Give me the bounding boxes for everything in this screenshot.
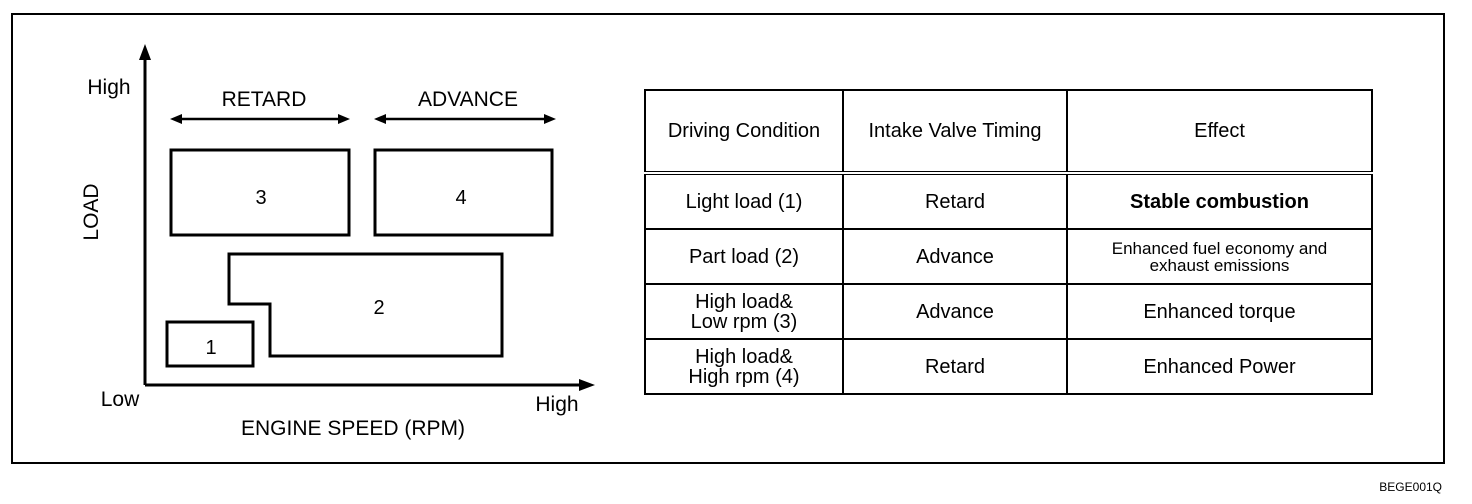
effect-line: Enhanced torque: [1143, 300, 1296, 323]
region-3-box: [169, 148, 351, 237]
retard-arrowhead-left: [170, 114, 182, 124]
table-header-row: Driving Condition Intake Valve Timing Ef…: [644, 89, 1373, 175]
x-axis-label: ENGINE SPEED (RPM): [241, 417, 465, 440]
condition-line: High load&: [695, 290, 793, 313]
table-row: Part load (2) Advance Enhanced fuel econ…: [644, 228, 1373, 285]
y-axis-high-label: High: [87, 76, 130, 99]
advance-arrowhead-right: [544, 114, 556, 124]
timing-cell: Advance: [842, 228, 1068, 285]
load-speed-diagram: High LOAD Low High ENGINE SPEED (RPM) RE…: [80, 44, 595, 440]
effect-line: Stable combustion: [1130, 190, 1309, 213]
region-1-box: [165, 320, 255, 368]
table-row: High load&High rpm (4) Retard Enhanced P…: [644, 338, 1373, 395]
effect-line: Enhanced fuel economy and: [1111, 238, 1328, 258]
header-effect: Effect: [1066, 89, 1373, 175]
table-row: High load&Low rpm (3) Advance Enhanced t…: [644, 283, 1373, 340]
condition-line: Low rpm (3): [690, 310, 798, 333]
figure-code: BEGE001Q: [1379, 480, 1442, 494]
y-axis-arrowhead: [139, 44, 151, 60]
region-2-label: 2: [373, 297, 384, 319]
condition-line: Part load (2): [688, 245, 800, 268]
y-axis-label: LOAD: [80, 183, 103, 240]
x-axis-arrowhead: [579, 379, 595, 391]
header-intake-valve-timing: Intake Valve Timing: [842, 89, 1068, 175]
condition-cell: Part load (2): [644, 228, 844, 285]
timing-cell: Retard: [842, 338, 1068, 395]
x-axis-high-label: High: [535, 393, 578, 416]
region-4-label: 4: [455, 187, 466, 209]
region-4-box: [373, 148, 554, 237]
effect-line: exhaust emissions: [1149, 255, 1290, 275]
region-2-box: [227, 252, 504, 358]
effect-cell: Enhanced torque: [1066, 283, 1373, 340]
region-3-label: 3: [255, 187, 266, 209]
condition-line: High rpm (4): [688, 365, 800, 388]
timing-cell: Advance: [842, 283, 1068, 340]
figure-frame: [11, 13, 1445, 464]
retard-label: RETARD: [222, 88, 307, 111]
table-row: Light load (1) Retard Stable combustion: [644, 172, 1373, 230]
effect-cell: Enhanced Power: [1066, 338, 1373, 395]
advance-label: ADVANCE: [418, 88, 518, 111]
effect-cell: Stable combustion: [1066, 172, 1373, 230]
timing-cell: Retard: [842, 172, 1068, 230]
region-1-label: 1: [205, 337, 216, 359]
advance-arrowhead-left: [374, 114, 386, 124]
header-driving-condition: Driving Condition: [644, 89, 844, 175]
effect-line: Enhanced Power: [1143, 355, 1296, 378]
retard-arrowhead-right: [338, 114, 350, 124]
x-axis-low-label: Low: [101, 388, 140, 411]
condition-line: Light load (1): [685, 190, 803, 213]
condition-cell: Light load (1): [644, 172, 844, 230]
condition-line: High load&: [695, 345, 793, 368]
condition-cell: High load&High rpm (4): [644, 338, 844, 395]
condition-cell: High load&Low rpm (3): [644, 283, 844, 340]
valve-timing-table: Driving Condition Intake Valve Timing Ef…: [644, 89, 1373, 395]
